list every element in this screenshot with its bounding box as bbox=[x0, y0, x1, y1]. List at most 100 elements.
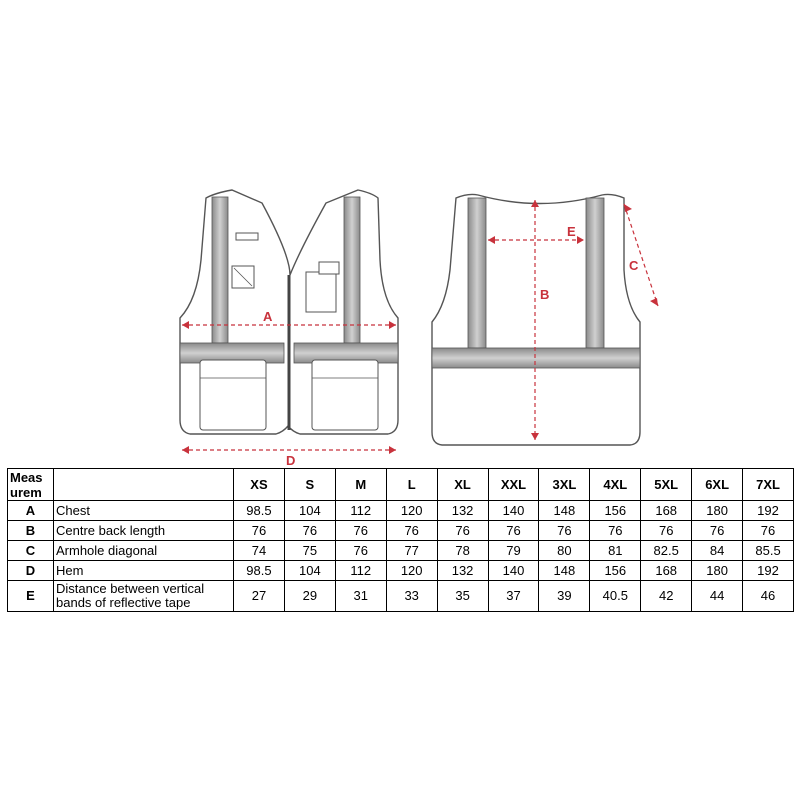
table-header-row: Meas urem XS S M L XL XXL 3XL 4XL 5XL 6X… bbox=[7, 468, 794, 501]
table-row: B Centre back length 76 76 76 76 76 76 7… bbox=[7, 520, 794, 541]
table-cell: 42 bbox=[640, 580, 693, 612]
table-cell: 76 bbox=[436, 520, 489, 541]
table-row: A Chest 98.5 104 112 120 132 140 148 156… bbox=[7, 500, 794, 521]
measure-code: A bbox=[7, 500, 54, 521]
arrowhead-e-right bbox=[577, 236, 584, 244]
size-header: XL bbox=[436, 468, 489, 501]
table-cell: 168 bbox=[640, 500, 693, 521]
vest-diagram: A D E B C bbox=[179, 189, 659, 468]
measure-label-d: D bbox=[286, 453, 295, 468]
vest-back-body bbox=[431, 193, 641, 446]
arrowhead-d-left bbox=[182, 446, 189, 454]
table-cell: 37 bbox=[487, 580, 540, 612]
table-cell: 39 bbox=[538, 580, 591, 612]
table-cell: 79 bbox=[487, 540, 540, 561]
measure-code: E bbox=[7, 580, 54, 612]
measure-code: C bbox=[7, 540, 54, 561]
measure-label: Centre back length bbox=[53, 520, 234, 541]
id-pocket-cross bbox=[233, 267, 253, 287]
measure-label-b: B bbox=[540, 287, 549, 302]
table-cell: 76 bbox=[283, 520, 336, 541]
table-cell: 148 bbox=[538, 500, 591, 521]
measure-code: D bbox=[7, 560, 54, 581]
table-cell: 120 bbox=[385, 560, 438, 581]
size-header: 5XL bbox=[640, 468, 693, 501]
measurement-column-header: Meas urem bbox=[7, 468, 54, 501]
table-cell: 132 bbox=[436, 500, 489, 521]
front-id-badge bbox=[235, 232, 259, 241]
table-cell: 75 bbox=[283, 540, 336, 561]
table-cell: 76 bbox=[385, 520, 438, 541]
vest-back-view: E B C bbox=[431, 193, 659, 446]
table-row: E Distance between vertical bands of ref… bbox=[7, 580, 794, 612]
table-cell: 140 bbox=[487, 500, 540, 521]
arrowhead-b-bottom bbox=[531, 433, 539, 440]
table-cell: 77 bbox=[385, 540, 438, 561]
table-cell: 76 bbox=[691, 520, 744, 541]
back-left-vertical-tape bbox=[467, 197, 487, 349]
measure-label: Hem bbox=[53, 560, 234, 581]
measure-arrow-c bbox=[623, 203, 659, 307]
front-right-lower-pocket bbox=[311, 359, 379, 431]
table-cell: 31 bbox=[334, 580, 387, 612]
table-cell: 120 bbox=[385, 500, 438, 521]
table-cell: 33 bbox=[385, 580, 438, 612]
table-cell: 104 bbox=[283, 560, 336, 581]
table-cell: 81 bbox=[589, 540, 642, 561]
measure-label: Distance between vertical bands of refle… bbox=[53, 580, 234, 612]
table-cell: 76 bbox=[589, 520, 642, 541]
table-cell: 76 bbox=[487, 520, 540, 541]
arrowhead-c-bottom bbox=[650, 298, 658, 306]
front-right-vertical-tape bbox=[343, 196, 361, 344]
table-cell: 76 bbox=[334, 540, 387, 561]
table-cell: 80 bbox=[538, 540, 591, 561]
table-cell: 98.5 bbox=[233, 560, 285, 581]
vest-front-view: A D bbox=[179, 189, 399, 468]
table-row: C Armhole diagonal 74 75 76 77 78 79 80 … bbox=[7, 540, 794, 561]
arrowhead-a-right bbox=[389, 321, 396, 329]
size-header: 7XL bbox=[742, 468, 794, 501]
table-cell: 82.5 bbox=[640, 540, 693, 561]
back-right-vertical-tape bbox=[585, 197, 605, 349]
size-header: XS bbox=[233, 468, 285, 501]
front-pen-loop bbox=[318, 261, 340, 275]
table-cell: 104 bbox=[283, 500, 336, 521]
arrowhead-c-top bbox=[624, 204, 632, 212]
table-cell: 76 bbox=[742, 520, 794, 541]
table-cell: 27 bbox=[233, 580, 285, 612]
table-cell: 46 bbox=[742, 580, 794, 612]
measure-label-c: C bbox=[629, 258, 639, 273]
front-left-vertical-tape bbox=[211, 196, 229, 344]
table-cell: 180 bbox=[691, 560, 744, 581]
size-header: S bbox=[283, 468, 336, 501]
arrowhead-b-top bbox=[531, 200, 539, 207]
table-cell: 84 bbox=[691, 540, 744, 561]
table-cell: 148 bbox=[538, 560, 591, 581]
size-header: 6XL bbox=[691, 468, 744, 501]
back-horizontal-tape bbox=[431, 347, 641, 369]
front-phone-pocket bbox=[305, 271, 337, 313]
table-cell: 140 bbox=[487, 560, 540, 581]
table-cell: 180 bbox=[691, 500, 744, 521]
size-header: XXL bbox=[487, 468, 540, 501]
size-header: L bbox=[385, 468, 438, 501]
measure-code: B bbox=[7, 520, 54, 541]
table-cell: 192 bbox=[742, 560, 794, 581]
table-row: D Hem 98.5 104 112 120 132 140 148 156 1… bbox=[7, 560, 794, 581]
table-cell: 40.5 bbox=[589, 580, 642, 612]
size-chart-table: Meas urem XS S M L XL XXL 3XL 4XL 5XL 6X… bbox=[7, 468, 794, 612]
size-header: 3XL bbox=[538, 468, 591, 501]
arrowhead-e-left bbox=[488, 236, 495, 244]
front-left-lower-pocket bbox=[199, 359, 267, 431]
table-cell: 98.5 bbox=[233, 500, 285, 521]
table-cell: 44 bbox=[691, 580, 744, 612]
measure-label-a: A bbox=[263, 309, 273, 324]
table-cell: 156 bbox=[589, 560, 642, 581]
size-header: M bbox=[334, 468, 387, 501]
size-header: 4XL bbox=[589, 468, 642, 501]
table-cell: 192 bbox=[742, 500, 794, 521]
table-cell: 168 bbox=[640, 560, 693, 581]
table-cell: 112 bbox=[334, 500, 387, 521]
table-cell: 76 bbox=[334, 520, 387, 541]
label-column-header bbox=[53, 468, 234, 501]
